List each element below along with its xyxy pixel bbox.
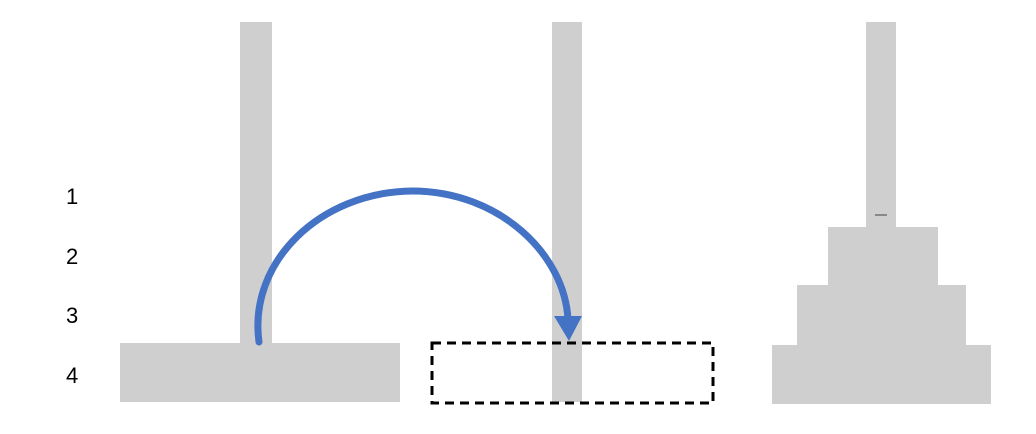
disk-3-right-peg <box>797 285 966 345</box>
target-slot-outline <box>430 341 715 405</box>
move-arrowhead-icon <box>554 316 582 341</box>
row-label-1: 1 <box>66 184 79 209</box>
peg-right <box>866 22 896 228</box>
peg-middle <box>552 22 582 402</box>
row-label-3: 3 <box>66 303 79 328</box>
row-label-4: 4 <box>66 363 79 388</box>
disk-4-right-peg <box>772 345 991 404</box>
move-arrow <box>254 187 572 346</box>
row-label-2: 2 <box>66 244 79 269</box>
disk-4-left-peg <box>120 343 400 402</box>
disk-1-right-peg <box>875 214 887 216</box>
disk-2-right-peg <box>828 227 938 285</box>
